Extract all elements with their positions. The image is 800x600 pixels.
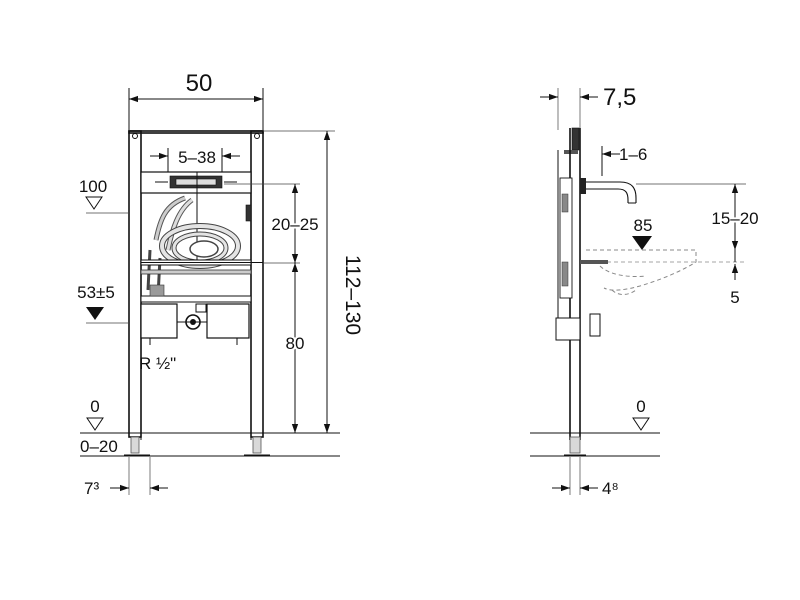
thread-size-label: R ½" <box>139 354 176 373</box>
width-dimension-label: 50 <box>186 70 213 97</box>
valve-side-lower <box>561 261 569 287</box>
siphon-housing <box>555 317 581 341</box>
level-marker-open <box>85 196 103 210</box>
valve-side <box>561 193 569 213</box>
lower-dimension-label: 80 <box>286 334 305 353</box>
cross-rail <box>140 269 252 275</box>
tap-spout-outline <box>586 181 637 203</box>
level-85-marker <box>632 236 652 250</box>
foot-right <box>252 436 262 454</box>
connector <box>195 303 207 313</box>
screw-hole <box>132 133 138 139</box>
floor-level-marker <box>86 417 104 431</box>
basin-dimension-label: 5 <box>730 288 739 307</box>
flexible-hoses <box>146 195 241 297</box>
floor-range-label: 0–20 <box>80 437 118 456</box>
level-100-label: 100 <box>79 177 107 196</box>
frame-top-bracket <box>571 127 580 151</box>
bracket-clip <box>564 150 578 154</box>
total-height-dimension-label: 112–130 <box>341 255 364 335</box>
drain-outlet <box>589 313 601 337</box>
drain-box-left <box>140 303 178 339</box>
frame-right-post <box>250 130 264 438</box>
spout-height-dimension-label: 15–20 <box>711 209 758 228</box>
side-foot-label: 4⁸ <box>602 479 619 498</box>
adjust-dimension-label: 5–38 <box>178 148 216 167</box>
floor-level-label: 0 <box>90 397 99 416</box>
front-view: 50 5–38 100 <box>77 70 364 498</box>
side-floor-level-label: 0 <box>636 397 645 416</box>
connection-slot <box>175 178 217 186</box>
frame-left-post <box>128 130 142 438</box>
tap-spout-inner <box>586 188 629 203</box>
height-range-dimension-label: 20–25 <box>271 215 318 234</box>
basin-bracket <box>580 260 608 264</box>
level-85-label: 85 <box>634 216 653 235</box>
side-view: 7,5 1–6 15–20 85 <box>530 84 761 498</box>
valve-block <box>149 284 165 297</box>
washbasin-outline <box>586 249 746 295</box>
side-clip <box>245 204 252 222</box>
spout-offset-label: 1–6 <box>619 145 647 164</box>
foot-offset-label: 7³ <box>84 479 99 498</box>
side-floor-level-marker <box>632 417 650 431</box>
screw-hole <box>254 133 260 139</box>
depth-dimension-label: 7,5 <box>603 84 636 111</box>
foot-left <box>130 436 140 454</box>
side-foot <box>569 436 581 454</box>
level-marker-filled <box>86 307 104 320</box>
drain-box-right <box>206 303 250 339</box>
tap-mount <box>580 178 586 194</box>
lower-crossbar <box>140 295 252 303</box>
frame-top-rail <box>128 130 264 134</box>
level-53-label: 53±5 <box>77 283 115 302</box>
